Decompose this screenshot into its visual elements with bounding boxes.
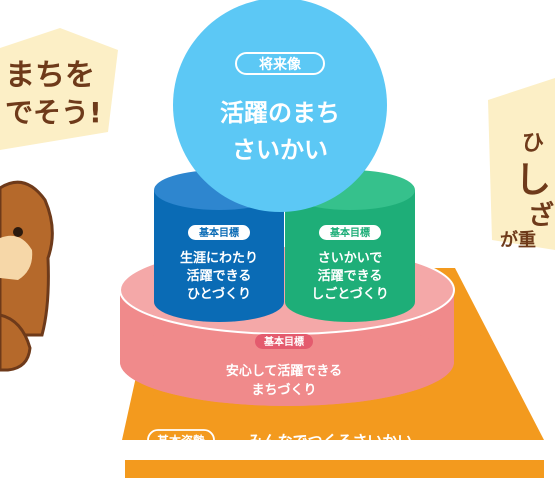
goal-right-tag xyxy=(319,225,381,240)
goal-right-line1: さいかいで xyxy=(318,251,383,266)
left-note-line2: でそう! xyxy=(5,96,102,129)
vision-line2: さいかい xyxy=(232,136,328,164)
stance-tag-label: 基本姿勢 xyxy=(156,433,205,448)
goal-bottom-tag-label: 基本目標 xyxy=(263,335,304,348)
goal-left-line3: ひとづくり xyxy=(187,286,251,302)
right-speech-note: ひ し ざ が重 xyxy=(488,78,555,251)
goal-left-tag xyxy=(188,225,250,240)
goal-bottom-tag xyxy=(255,334,313,349)
stance-tag xyxy=(147,429,215,451)
goal-left-line2: 活躍できる xyxy=(187,268,252,284)
goal-left-tag-label: 基本目標 xyxy=(198,226,239,239)
right-note-line3: ざ xyxy=(528,200,554,231)
vision-tag xyxy=(235,52,325,75)
goal-right-line3: しごとづくり xyxy=(311,286,388,302)
left-note-line1: まちを xyxy=(5,58,95,93)
goal-bottom-line2: まちづくり xyxy=(251,382,316,398)
right-note-line2: し xyxy=(515,160,551,201)
right-note-line4: が重 xyxy=(500,229,536,251)
goal-right-tag-label: 基本目標 xyxy=(329,226,370,239)
left-speech-note: まちを でそう! xyxy=(0,28,118,150)
right-note-line1: ひ xyxy=(522,131,544,156)
cat-mascot-illustration xyxy=(0,180,54,372)
stance-text: みんなでつくるさいかい xyxy=(248,432,413,450)
goal-right-line2: 活躍できる xyxy=(318,268,383,284)
vision-line1: 活躍のまち xyxy=(220,99,340,127)
vision-circle: 将来像 活躍のまち さいかい xyxy=(173,0,387,212)
vision-tag-label: 将来像 xyxy=(259,56,302,73)
goal-left-line1: 生涯にわたり xyxy=(180,250,258,266)
goal-bottom-line1: 安心して活躍できる xyxy=(226,363,342,379)
